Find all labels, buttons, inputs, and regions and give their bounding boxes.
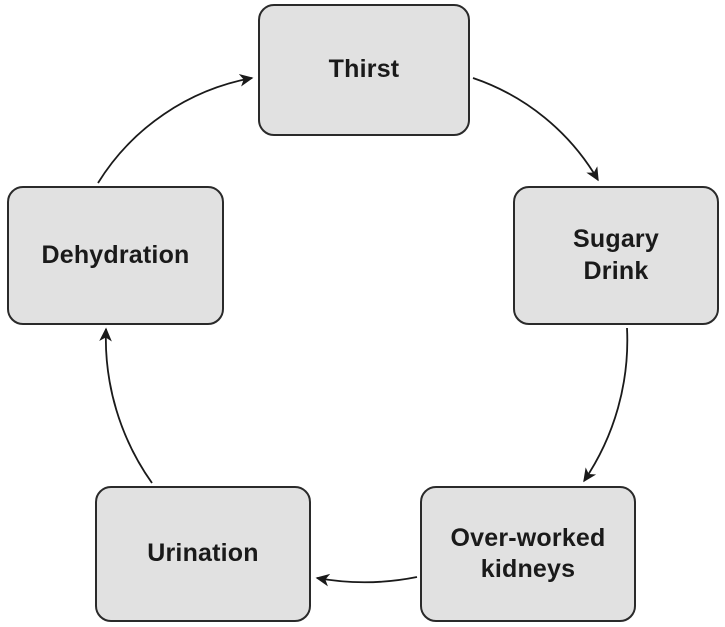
arrow-thirst-to-sugary-drink (472, 77, 599, 182)
arrow-sugary-drink-to-overworked-kidneys (583, 327, 629, 483)
node-overworked-kidneys: Over-worked kidneys (420, 486, 636, 622)
arrow-urination-to-dehydration (99, 327, 153, 484)
node-thirst: Thirst (258, 4, 470, 136)
node-urination: Urination (95, 486, 311, 622)
arrow-dehydration-to-thirst (97, 73, 254, 184)
node-overworked-kidneys-label: Over-worked kidneys (450, 523, 606, 583)
node-sugary-drink: Sugary Drink (513, 186, 719, 325)
node-dehydration: Dehydration (7, 186, 224, 325)
node-dehydration-label: Dehydration (41, 240, 190, 269)
arrow-overworked-kidneys-to-urination (315, 573, 418, 587)
node-urination-label: Urination (147, 539, 259, 568)
node-thirst-label: Thirst (328, 55, 400, 84)
node-sugary-drink-label: Sugary Drink (573, 225, 659, 285)
